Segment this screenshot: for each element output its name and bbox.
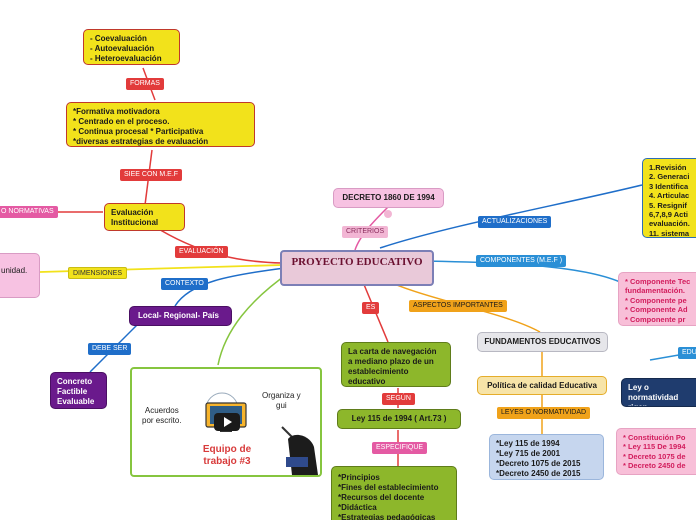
laws-list-node[interactable]: *Ley 115 de 1994 *Ley 715 de 2001 *Decre… xyxy=(489,434,604,480)
video-thumbnail[interactable]: Acuerdos por escrito. Organiza y gui Equ… xyxy=(130,367,322,477)
tag-dimensiones[interactable]: DIMENSIONES xyxy=(68,267,128,279)
tag-leyes-normatividad[interactable]: LEYES O NORMATIVIDAD xyxy=(497,407,591,419)
quality-policy-node[interactable]: Política de calidad Educativa xyxy=(477,376,607,395)
tag-edu[interactable]: EDU xyxy=(678,347,696,359)
tag-actualizaciones[interactable]: ACTUALIZACIONES xyxy=(478,216,552,228)
tag-contexto[interactable]: CONTEXTO xyxy=(161,278,208,290)
principles-node[interactable]: *Principios *Fines del establecimiento *… xyxy=(331,466,457,520)
decree-1860-node[interactable]: DECRETO 1860 DE 1994 xyxy=(333,188,444,208)
unidad-node[interactable]: unidad. xyxy=(0,253,40,298)
educational-foundations-node[interactable]: FUNDAMENTOS EDUCATIVOS xyxy=(477,332,608,352)
tag-criterios[interactable]: CRITERIOS xyxy=(342,226,389,238)
evaluation-forms-node[interactable]: - Coevaluación - Autoevaluación - Hetero… xyxy=(83,29,180,65)
concrete-node[interactable]: Concreto Factible Evaluable xyxy=(50,372,107,409)
video-right-text: Organiza y gui xyxy=(262,391,301,410)
tag-siee[interactable]: SIEE CON M.E.F xyxy=(120,169,183,181)
components-list-node[interactable]: * Componente Tec fundamentación. * Compo… xyxy=(618,272,696,326)
navigation-letter-node[interactable]: La carta de navegación a mediano plazo d… xyxy=(341,342,451,387)
play-button-icon[interactable] xyxy=(214,413,240,431)
tag-aspectos[interactable]: ASPECTOS IMPORTANTES xyxy=(409,300,507,312)
revision-steps-node[interactable]: 1.Revisión 2. Generaci 3 Identifica 4. A… xyxy=(642,158,696,238)
tag-formas[interactable]: FORMAS xyxy=(126,78,164,90)
tag-segun[interactable]: SEGÚN xyxy=(382,393,415,405)
tag-evaluacion[interactable]: EVALUACIÓN xyxy=(175,246,228,258)
tag-es[interactable]: ES xyxy=(362,302,380,314)
hand-drawing-icon xyxy=(280,417,320,475)
law-normativity-node[interactable]: Ley o normatividad rigen. xyxy=(621,378,696,407)
tag-debe-ser[interactable]: DEBE SER xyxy=(88,343,132,355)
tag-componentes[interactable]: COMPONENTES (M.E.F ) xyxy=(476,255,567,267)
formative-evaluation-node[interactable]: *Formativa motivadora * Centrado en el p… xyxy=(66,102,255,147)
law-115-node[interactable]: Ley 115 de 1994 ( Art.73 ) xyxy=(337,409,461,429)
video-left-text: Acuerdos por escrito. xyxy=(142,406,182,425)
institutional-evaluation-node[interactable]: Evaluación Institucional xyxy=(104,203,185,231)
video-title: Equipo de trabajo #3 xyxy=(202,444,252,467)
tag-normativas[interactable]: O NORMATIVAS xyxy=(0,206,58,218)
central-node-title[interactable]: PROYECTO EDUCATIVO xyxy=(280,250,434,286)
constitution-node[interactable]: * Constitución Po * Ley 115 De 1994 * De… xyxy=(616,428,696,475)
tag-especifique[interactable]: ESPECIFIQUE xyxy=(372,442,428,454)
local-regional-node[interactable]: Local- Regional- País xyxy=(129,306,232,326)
